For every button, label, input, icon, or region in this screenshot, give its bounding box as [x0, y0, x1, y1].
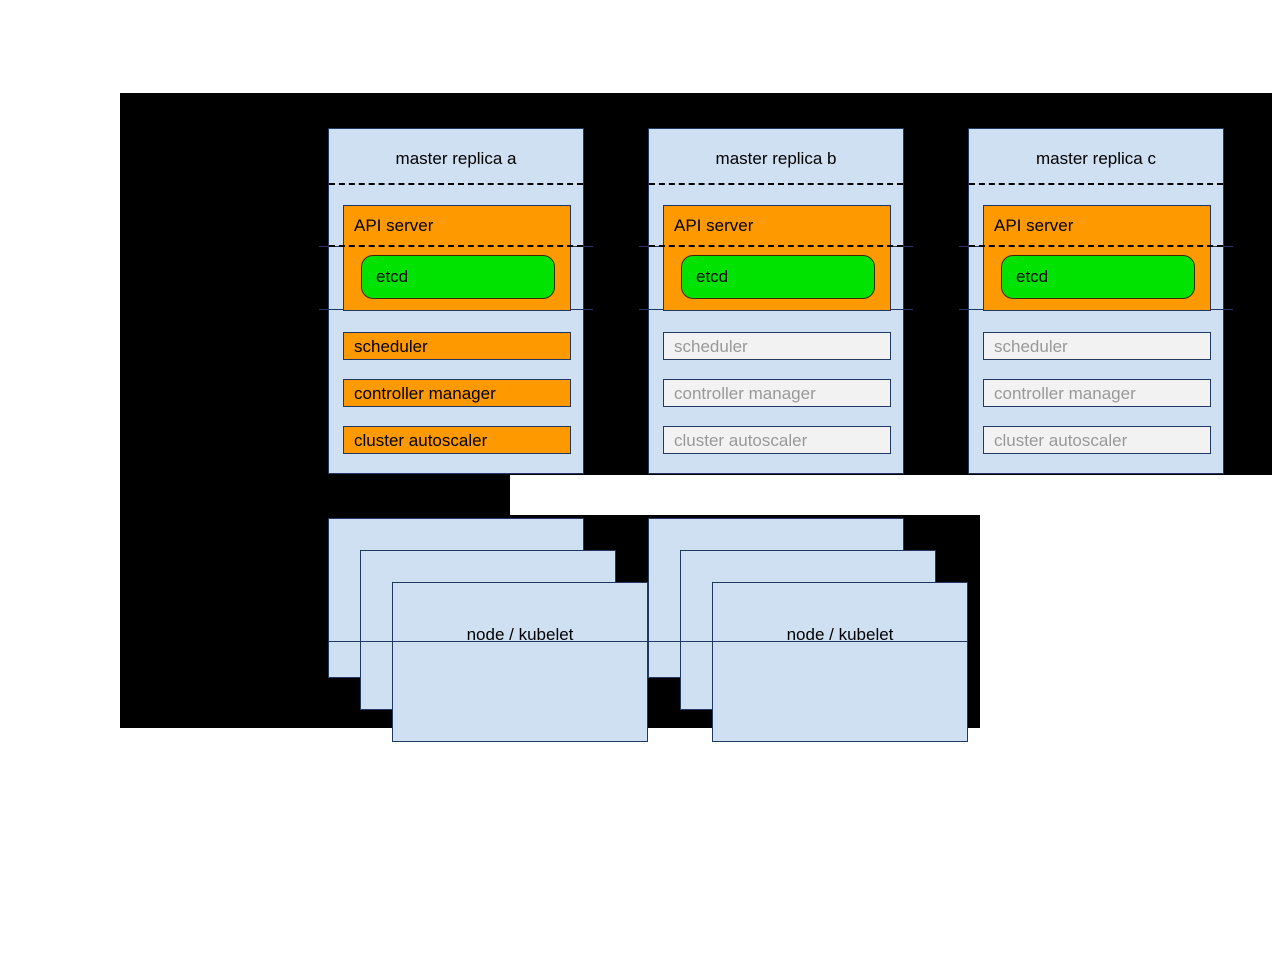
etcd-box[interactable]: etcd: [681, 255, 875, 299]
component-box[interactable]: controller manager: [663, 379, 891, 407]
component-box[interactable]: controller manager: [983, 379, 1211, 407]
component-label: controller manager: [994, 383, 1136, 403]
master-replica-title: master replica b: [715, 149, 837, 168]
component-label: cluster autoscaler: [994, 430, 1128, 450]
node-card-front[interactable]: node / kubelet: [712, 582, 968, 742]
api-server-label: API server: [354, 216, 434, 235]
replica-dashed-separator-mid: [649, 245, 903, 247]
component-box[interactable]: cluster autoscaler: [343, 426, 571, 454]
component-box[interactable]: scheduler: [343, 332, 571, 360]
master-replica-card[interactable]: master replica c API server etcd scheduler c…: [959, 128, 1233, 474]
api-server-label: API server: [994, 216, 1074, 235]
replica-dashed-separator-top: [969, 183, 1223, 185]
etcd-label: etcd: [696, 267, 729, 286]
etcd-box[interactable]: etcd: [1001, 255, 1195, 299]
component-label: scheduler: [674, 336, 748, 356]
node-stack-rule: [648, 641, 968, 642]
component-box[interactable]: cluster autoscaler: [663, 426, 891, 454]
master-replica-title: master replica c: [1036, 149, 1156, 168]
component-label: scheduler: [354, 336, 428, 356]
etcd-box[interactable]: etcd: [361, 255, 555, 299]
node-card-front[interactable]: node / kubelet: [392, 582, 648, 742]
replica-dashed-separator-top: [649, 183, 903, 185]
component-label: cluster autoscaler: [354, 430, 488, 450]
component-label: controller manager: [674, 383, 816, 403]
master-replica-title: master replica a: [395, 149, 517, 168]
etcd-label: etcd: [376, 267, 409, 286]
component-box[interactable]: controller manager: [343, 379, 571, 407]
master-replica-card[interactable]: master replica b API server etcd scheduler c…: [639, 128, 913, 474]
master-replica-card[interactable]: master replica a API server etcd scheduler c…: [319, 128, 593, 474]
replica-dashed-separator-mid: [969, 245, 1223, 247]
component-label: controller manager: [354, 383, 496, 403]
component-box[interactable]: scheduler: [663, 332, 891, 360]
etcd-label: etcd: [1016, 267, 1049, 286]
component-box[interactable]: cluster autoscaler: [983, 426, 1211, 454]
api-server-label: API server: [674, 216, 754, 235]
replica-dashed-separator-mid: [329, 245, 583, 247]
component-label: cluster autoscaler: [674, 430, 808, 450]
component-box[interactable]: scheduler: [983, 332, 1211, 360]
node-kubelet-label: node / kubelet: [466, 625, 574, 644]
replica-dashed-separator-top: [329, 183, 583, 185]
component-label: scheduler: [994, 336, 1068, 356]
node-stack-rule: [328, 641, 648, 642]
node-kubelet-label: node / kubelet: [786, 625, 894, 644]
